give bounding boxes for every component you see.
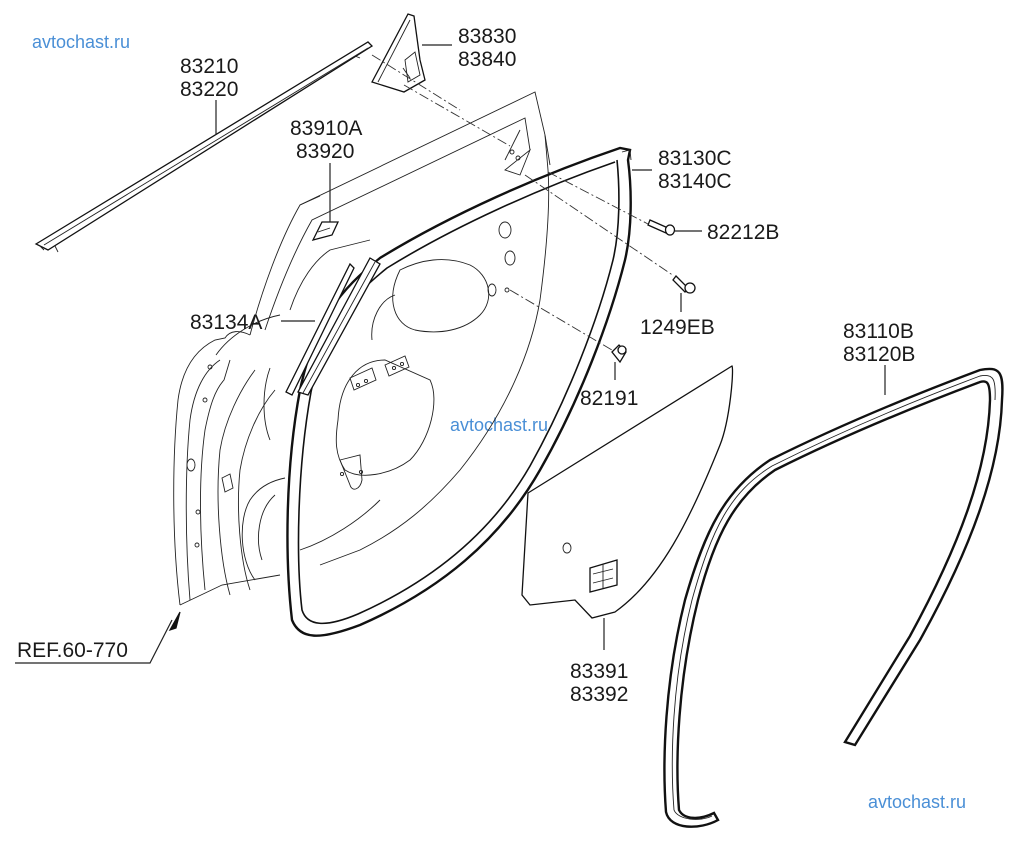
door-side-weatherstrip [286,146,632,637]
arrow-icon [168,611,181,632]
part-label[interactable]: 83110B [843,320,914,343]
part-label[interactable]: 1249EB [640,316,715,339]
part-label[interactable]: 83220 [180,78,238,101]
screw-82212B [647,219,676,236]
part-label[interactable]: 83830 [458,25,516,48]
leader-lines [215,44,886,650]
belt-molding [34,41,374,253]
waterproof-film [521,365,734,619]
body-side-weatherstrip [663,367,1004,828]
watermark: avtochast.ru [868,792,966,812]
watermark: avtochast.ru [32,32,130,52]
door-panel [249,91,551,566]
part-label[interactable]: 83120B [843,343,915,366]
delta-cover [371,13,426,93]
part-label[interactable]: 83910A [290,117,362,140]
reference-callout: REF.60-770 [15,611,181,664]
part-label[interactable]: 82212B [707,221,779,244]
part-label[interactable]: 83391 [570,660,628,683]
part-label[interactable]: 83134A [190,311,262,334]
assembly-lines [371,54,675,351]
reference-label[interactable]: REF.60-770 [17,639,128,662]
bumper [611,344,627,364]
part-label[interactable]: 83392 [570,683,628,706]
delta-clip [311,221,340,241]
part-label[interactable]: 83920 [296,140,354,163]
body-pillar [173,314,286,606]
watermark: avtochast.ru [450,415,548,435]
part-label[interactable]: 83210 [180,55,238,78]
screw-1249EB [672,275,696,294]
part-label[interactable]: 83840 [458,48,516,71]
part-label[interactable]: 82191 [580,387,638,410]
glass-run-channel [285,257,381,396]
part-label[interactable]: 83130C [658,147,732,170]
part-label[interactable]: 83140C [658,170,732,193]
